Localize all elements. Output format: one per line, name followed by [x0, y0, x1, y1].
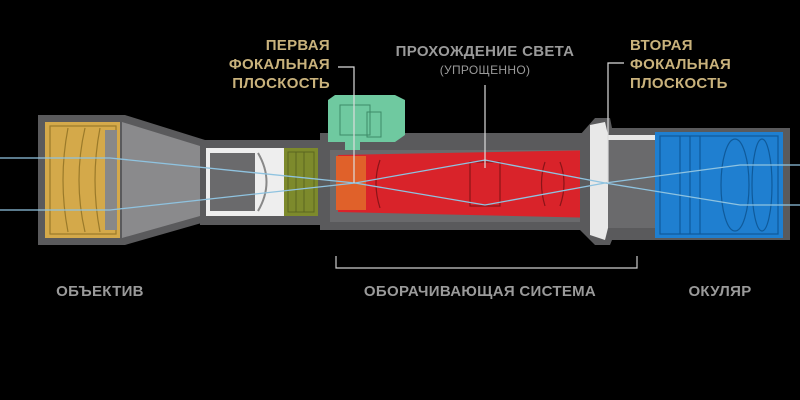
eyepiece-lens-group: [655, 132, 783, 238]
objective-cone: [122, 122, 200, 238]
erector-tube: [338, 150, 640, 218]
olive-lens: [284, 148, 318, 216]
first-focal-plane-label: ПЕРВАЯ ФОКАЛЬНАЯ ПЛОСКОСТЬ: [200, 36, 330, 93]
label-line: ВТОРАЯ: [630, 37, 693, 54]
label-line: ФОКАЛЬНАЯ: [630, 56, 732, 73]
eyepiece-label: ОКУЛЯР: [688, 283, 752, 300]
light-path-label: ПРОХОЖДЕНИЕ СВЕТА (УПРОЩЕННО): [370, 42, 600, 80]
label-note: (УПРОЩЕННО): [439, 63, 531, 77]
light-ray-lower: [0, 164, 800, 211]
objective-label: ОБЪЕКТИВ: [56, 283, 144, 300]
label-line: ПЛОСКОСТЬ: [630, 75, 728, 92]
first-plane-leader: [338, 66, 355, 183]
label-line: ФОКАЛЬНАЯ: [228, 56, 330, 73]
second-plane-leader: [607, 62, 624, 183]
label-line: ПЛОСКОСТЬ: [232, 75, 330, 92]
erector-system-label: ОБОРАЧИВАЮЩАЯ СИСТЕМА: [363, 283, 597, 300]
second-focal-plane-label: ВТОРАЯ ФОКАЛЬНАЯ ПЛОСКОСТЬ: [630, 36, 770, 93]
label-line: ПРОХОЖДЕНИЕ СВЕТА: [395, 43, 575, 60]
erector-bracket: [335, 256, 638, 269]
label-line: ПЕРВАЯ: [265, 37, 330, 54]
